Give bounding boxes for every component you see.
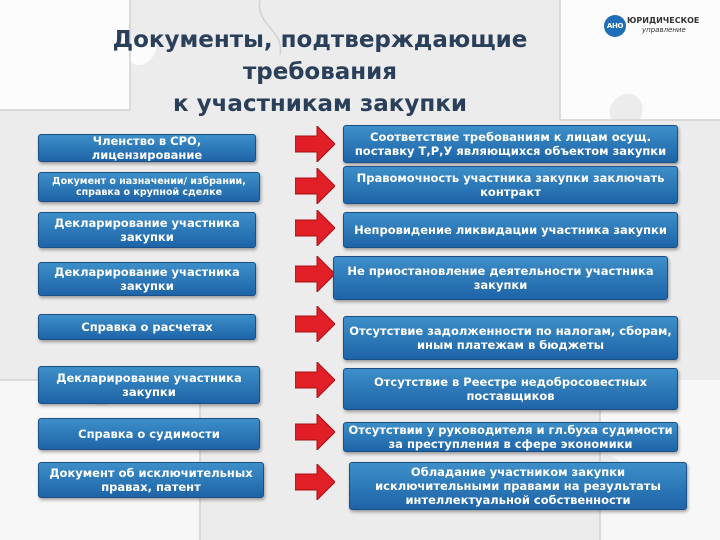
requirement-box: Не приостановление деятельности участник… [333, 256, 668, 300]
document-label: Декларирование участника закупки [56, 371, 242, 399]
arrow-right-icon [295, 210, 335, 246]
document-box: Декларирование участника закупки [38, 262, 256, 296]
title-line-1: Документы, подтверждающие требования [112, 27, 528, 85]
document-label: Справка о расчетах [81, 320, 213, 334]
requirement-box: Обладание участником закупки исключитель… [349, 462, 687, 510]
requirement-label: Соответствие требованиям к лицам осущ. п… [354, 130, 667, 158]
requirement-box: Отсутствие в Реестре недобросовестных по… [343, 368, 678, 410]
title-line-2: к участникам закупки [173, 91, 467, 117]
document-label: Документ о назначении/ избрании, справка… [52, 176, 246, 198]
requirement-label: Отсутствии у руководителя и гл.буха суди… [348, 423, 673, 451]
document-box: Декларирование участника закупки [38, 212, 256, 248]
document-label: Членство в СРО, лицензирование [91, 134, 203, 162]
requirement-box: Отсутствии у руководителя и гл.буха суди… [343, 422, 678, 452]
logo-line-1: ЮРИДИЧЕСКОЕ [627, 16, 700, 25]
logo-badge-icon: АНО [604, 15, 626, 37]
document-box: Документ об исключительных правах, патен… [38, 462, 264, 498]
requirement-label: Правомочность участника закупки заключат… [356, 171, 665, 199]
requirement-label: Отсутствие в Реестре недобросовестных по… [373, 375, 647, 403]
arrow-right-icon [295, 126, 335, 162]
document-box: Декларирование участника закупки [38, 366, 260, 404]
arrow-right-icon [295, 256, 335, 292]
logo: АНО ЮРИДИЧЕСКОЕ управление [604, 14, 714, 38]
requirement-box: Непровидение ликвидации участника закупк… [343, 212, 678, 248]
arrow-right-icon [295, 464, 335, 500]
arrow-right-icon [295, 306, 335, 342]
arrow-right-icon [295, 168, 335, 204]
requirement-box: Отсутствие задолженности по налогам, сбо… [343, 316, 678, 360]
arrow-right-icon [295, 414, 335, 450]
document-label: Декларирование участника закупки [54, 216, 240, 244]
document-label: Документ об исключительных правах, патен… [49, 466, 253, 494]
requirement-label: Не приостановление деятельности участник… [347, 264, 654, 292]
page-title: Документы, подтверждающие требования к у… [40, 24, 600, 120]
logo-line-2: управление [642, 26, 686, 34]
requirement-label: Отсутствие задолженности по налогам, сбо… [349, 324, 672, 352]
document-box: Документ о назначении/ избрании, справка… [38, 172, 260, 202]
document-label: Декларирование участника закупки [54, 265, 240, 293]
requirement-label: Непровидение ликвидации участника закупк… [354, 223, 667, 237]
document-label: Справка о судимости [78, 427, 220, 441]
document-box: Справка о судимости [38, 418, 260, 450]
arrow-right-icon [295, 362, 335, 398]
requirement-label: Обладание участником закупки исключитель… [375, 465, 661, 507]
requirement-box: Соответствие требованиям к лицам осущ. п… [343, 125, 678, 163]
requirement-box: Правомочность участника закупки заключат… [343, 166, 678, 204]
document-box: Членство в СРО, лицензирование [38, 134, 256, 162]
document-box: Справка о расчетах [38, 314, 256, 340]
